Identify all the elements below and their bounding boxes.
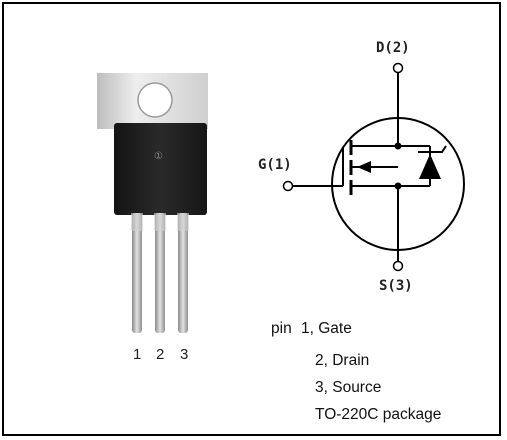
pin-number-3: 3 (180, 346, 189, 363)
source-terminal (392, 260, 404, 272)
lead-1 (132, 213, 142, 333)
package-body (114, 123, 207, 215)
channel-arrow (357, 161, 371, 173)
symbol-fills (357, 142, 441, 190)
diode-triangle (419, 154, 441, 179)
lead-3 (178, 213, 188, 333)
lead-2 (155, 213, 165, 333)
mounting-hole (137, 82, 173, 118)
legend-pin-prefix: pin (271, 320, 292, 337)
legend-pin-2: 2, Drain (315, 352, 370, 369)
gate-label: G(1) (258, 157, 292, 173)
drain-label: D(2) (376, 40, 410, 56)
package-marking: ① (154, 151, 163, 162)
to220-package (97, 73, 208, 333)
mosfet-symbol (282, 62, 465, 272)
diagram-frame (2, 2, 501, 436)
legend-pin-1: 1, Gate (301, 320, 352, 337)
drain-terminal (392, 62, 404, 74)
legend-package: TO-220C package (315, 406, 442, 423)
source-label: S(3) (379, 278, 413, 294)
pin-number-2: 2 (156, 346, 165, 363)
legend-pin-3: 3, Source (315, 379, 382, 396)
pin-number-1: 1 (133, 346, 142, 363)
gate-terminal (282, 180, 294, 192)
